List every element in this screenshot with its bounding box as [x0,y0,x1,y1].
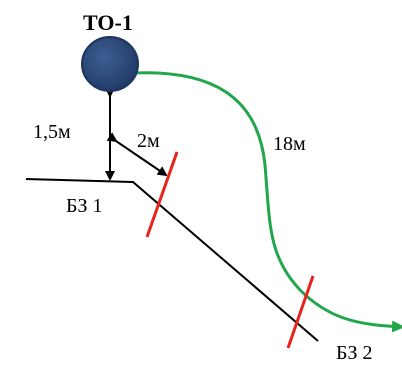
label-curve-distance: 18м [273,133,306,155]
label-perpendicular-distance: 2м [137,130,160,152]
node-title: ТО-1 [83,10,133,35]
node-to-1 [81,36,139,92]
label-zone-1: БЗ 1 [66,195,103,217]
label-vertical-distance: 1,5м [33,121,71,143]
route-curve [133,71,402,333]
perpendicular-measure-arrow [106,132,168,177]
label-zone-2: БЗ 2 [336,342,373,364]
barrier-2 [286,275,315,349]
edge-line [25,178,319,342]
barrier-1 [145,151,179,238]
